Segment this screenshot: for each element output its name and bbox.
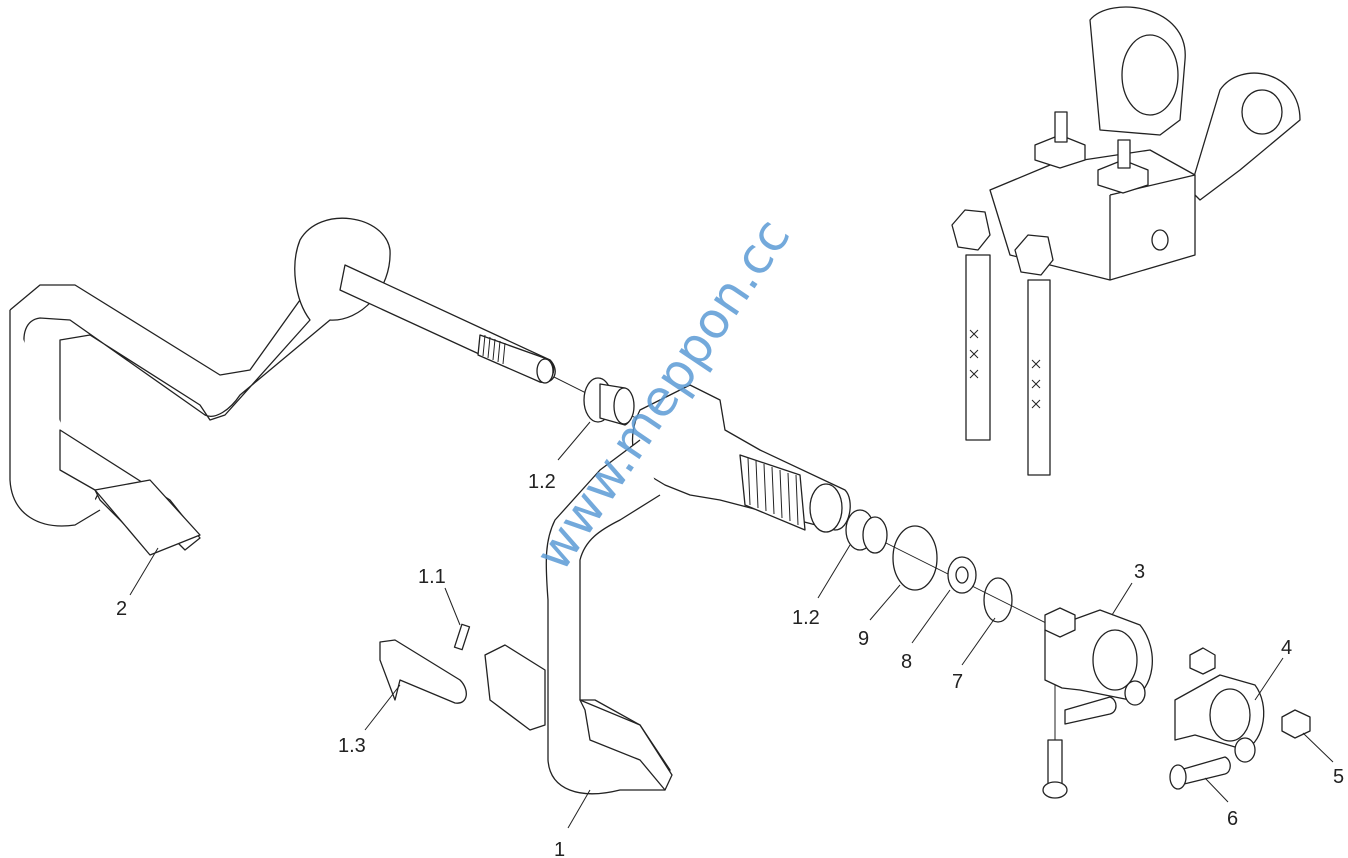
lever-4 (1169, 674, 1311, 790)
bolt-6 (1179, 756, 1231, 786)
bushing-1-2-lower (845, 509, 888, 554)
label-1-2-upper: 1.2 (528, 471, 556, 493)
pedal-1 (484, 384, 851, 795)
pin-1-1 (453, 623, 471, 651)
label-4: 4 (1281, 637, 1292, 659)
circlip-7 (983, 577, 1013, 623)
label-7: 7 (952, 671, 963, 693)
label-1: 1 (554, 839, 565, 858)
bushing-1-2-upper (583, 377, 635, 426)
leader-lines (129, 421, 1334, 829)
label-8: 8 (901, 651, 912, 673)
watermark: www.meppon.cc (524, 208, 801, 580)
washer-8 (947, 556, 977, 594)
label-2: 2 (116, 598, 127, 620)
label-5: 5 (1333, 766, 1344, 788)
label-9: 9 (858, 628, 869, 650)
lever-3 (1042, 607, 1216, 799)
label-1-2-lower: 1.2 (792, 607, 820, 629)
label-6: 6 (1227, 808, 1238, 830)
valve-assembly (951, 6, 1301, 476)
label-3: 3 (1134, 561, 1145, 583)
circlip-9 (892, 525, 938, 591)
label-1-3: 1.3 (338, 735, 366, 757)
pedal-2 (9, 217, 556, 556)
label-1-1: 1.1 (418, 566, 446, 588)
nut-5 (1281, 709, 1311, 739)
